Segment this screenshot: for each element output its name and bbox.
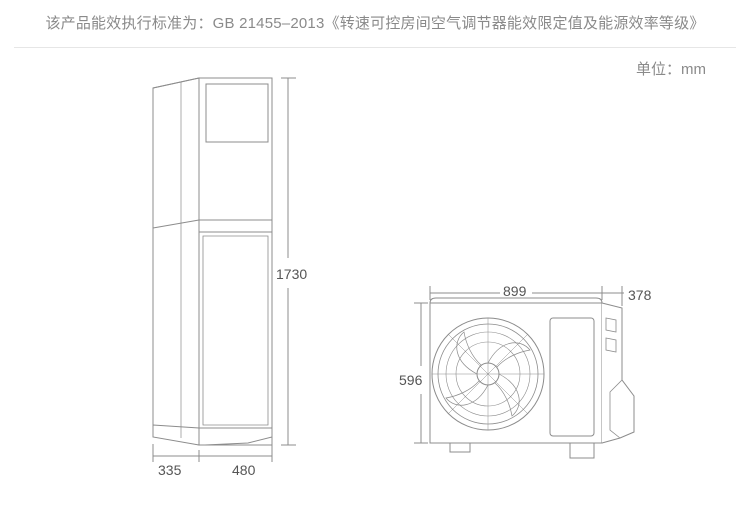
outdoor-width-label: 899 [503, 283, 527, 299]
outdoor-unit-drawing [429, 297, 635, 459]
indoor-unit-drawing [152, 77, 273, 446]
indoor-depth-label: 335 [158, 462, 182, 478]
outdoor-foot-left [449, 443, 471, 453]
indoor-width-label: 480 [232, 462, 256, 478]
outdoor-height-label: 596 [399, 372, 423, 388]
unit-value: mm [681, 61, 706, 78]
outdoor-side-grille [549, 317, 595, 437]
outdoor-height-dimension [414, 302, 428, 444]
indoor-front-panel [198, 77, 273, 446]
efficiency-standard-note: 该产品能效执行标准为：GB 21455–2013《转速可控房间空气调节器能效限定… [45, 15, 705, 32]
outdoor-depth-dimension [602, 286, 624, 306]
outdoor-side [601, 302, 635, 444]
indoor-side-panel [152, 77, 200, 446]
outdoor-foot-right [569, 443, 595, 459]
indoor-display-window [205, 83, 269, 143]
outdoor-depth-label: 378 [628, 287, 652, 303]
indoor-base [152, 424, 273, 446]
indoor-height-dimension [281, 77, 296, 446]
unit-label: 单位： [635, 61, 681, 78]
header-divider [14, 47, 736, 48]
unit-note: 单位：mm [636, 58, 706, 79]
indoor-height-label: 1730 [276, 266, 308, 282]
indoor-bottom-dimensions [152, 444, 273, 462]
